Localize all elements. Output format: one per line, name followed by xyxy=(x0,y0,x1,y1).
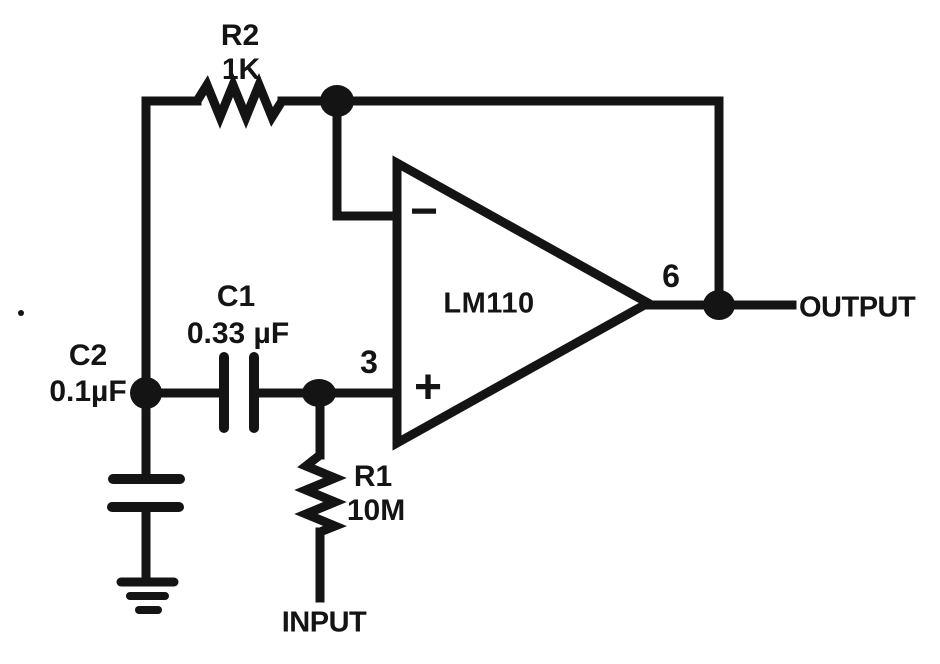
c2-ref-label: C2 xyxy=(68,339,108,372)
junction-dot-c2 xyxy=(130,377,162,409)
junction-dot-feedback-top xyxy=(320,85,354,117)
output-terminal-label: OUTPUT xyxy=(799,291,916,324)
capacitor-c1-symbol xyxy=(219,352,259,433)
r1-ref-label: R1 xyxy=(353,460,393,493)
c1-ref-label: C1 xyxy=(216,280,256,313)
junction-dot-output xyxy=(703,290,735,320)
pin-3-label: 3 xyxy=(360,344,378,380)
print-speck xyxy=(18,310,24,316)
resistor-r2-symbol xyxy=(192,73,287,129)
resistor-r1-symbol xyxy=(294,450,347,537)
r1-value-label: 10M xyxy=(346,494,406,527)
inverting-input-icon: − xyxy=(409,185,439,238)
input-terminal-label: INPUT xyxy=(281,606,367,639)
c2-value-label: 0.1µF xyxy=(49,375,127,408)
opamp-triangle xyxy=(392,155,658,451)
wire-left-loop xyxy=(141,96,202,479)
wire-top-feedback xyxy=(277,96,724,310)
r2-ref-label: R2 xyxy=(220,19,260,52)
wire-inverting-input xyxy=(332,96,401,221)
opamp-part-label: LM110 xyxy=(443,287,535,320)
junction-dot-r1 xyxy=(302,379,336,407)
ground-icon xyxy=(116,577,179,614)
c1-value-label: 0.33 µF xyxy=(186,317,290,350)
pin-6-label: 6 xyxy=(662,258,680,294)
r2-value-label: 1K xyxy=(221,53,261,86)
noninverting-input-icon: + xyxy=(413,361,443,414)
capacitor-c2-symbol xyxy=(107,474,185,512)
